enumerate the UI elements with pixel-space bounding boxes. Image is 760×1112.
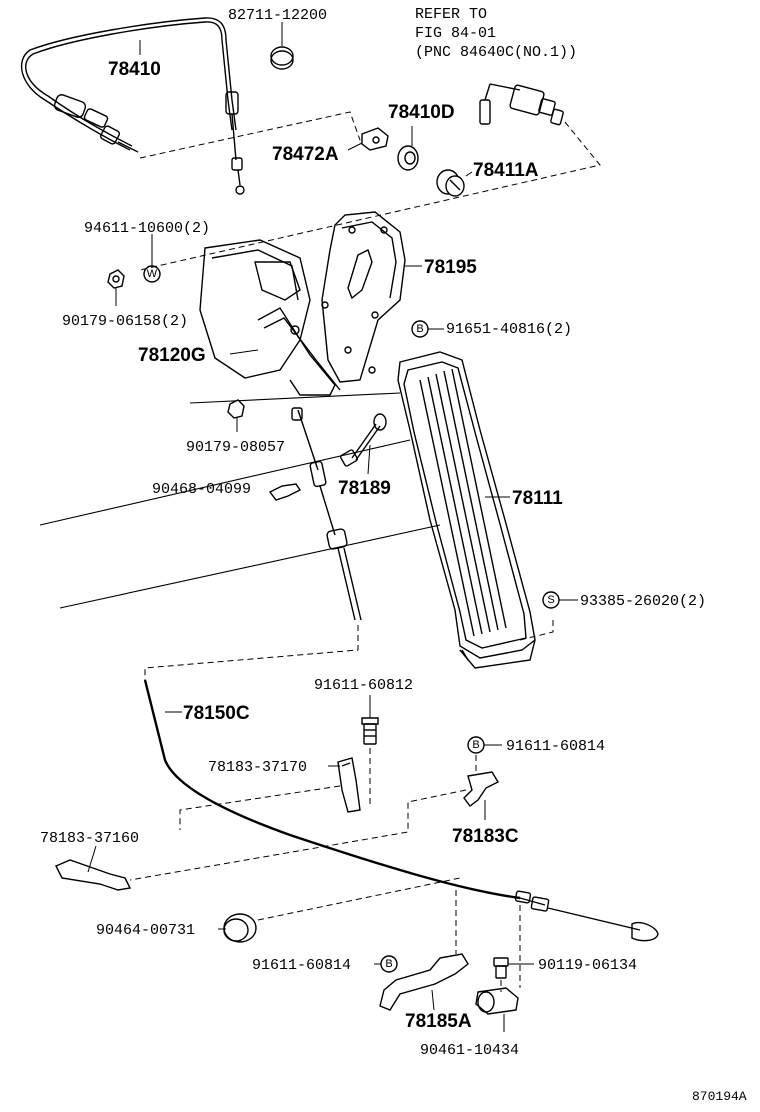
label-94611: 94611-10600(2) xyxy=(84,220,210,237)
label-91651: 91651-40816(2) xyxy=(446,321,572,338)
bracket-dash-1 xyxy=(179,785,341,830)
pedal-pad-78111 xyxy=(397,351,536,669)
cable-78150C xyxy=(143,679,659,942)
bolt-91651: B xyxy=(411,320,444,338)
reference-line1: REFER TO xyxy=(415,6,487,23)
lead-78472A xyxy=(347,142,363,151)
retainer-90461 xyxy=(475,987,519,1032)
rod-78189 xyxy=(339,413,387,475)
nut-90179-08057 xyxy=(227,399,245,432)
bolt-90119 xyxy=(493,957,534,992)
label-90468: 90468-04099 xyxy=(152,481,251,498)
label-78189: 78189 xyxy=(338,478,391,499)
marker-b2: B xyxy=(472,739,479,751)
label-78185A: 78185A xyxy=(405,1011,472,1032)
label-78183-37160: 78183-37160 xyxy=(40,830,139,847)
floor-lines xyxy=(39,392,441,609)
label-78472A: 78472A xyxy=(272,144,339,165)
label-78195: 78195 xyxy=(424,257,477,278)
clamp-dash xyxy=(257,877,461,921)
stop-light-switch xyxy=(479,83,564,126)
label-90464: 90464-00731 xyxy=(96,922,195,939)
label-78411A: 78411A xyxy=(473,160,539,181)
bushing-78472A xyxy=(361,127,389,151)
grommet-78410D xyxy=(397,126,419,171)
label-91611-60812: 91611-60812 xyxy=(314,677,413,694)
bolt-91611-60814-a: B xyxy=(467,736,502,772)
cable-stub xyxy=(291,407,362,621)
clamp-90464 xyxy=(218,913,257,943)
label-78410: 78410 xyxy=(108,59,161,80)
label-78410D: 78410D xyxy=(388,102,455,123)
bracket-78185A xyxy=(379,953,469,1011)
label-78183C: 78183C xyxy=(452,826,519,847)
bracket-78183-37160 xyxy=(55,845,132,891)
label-78150C: 78150C xyxy=(183,703,250,724)
pedal-screw-dash xyxy=(519,620,554,641)
pedal-bracket-78195 xyxy=(321,211,406,383)
switch-dash xyxy=(139,121,601,271)
label-82711: 82711-12200 xyxy=(228,7,327,24)
marker-b3: B xyxy=(385,958,392,970)
marker-s: S xyxy=(547,594,554,606)
marker-w: W xyxy=(147,268,158,280)
label-90119: 90119-06134 xyxy=(538,957,637,974)
cable-stub-dash xyxy=(144,625,359,680)
label-78120G: 78120G xyxy=(138,345,206,366)
bolt-91611-60812 xyxy=(361,695,379,745)
screw-93385: S xyxy=(542,591,578,609)
label-90179-06158: 90179-06158(2) xyxy=(62,313,188,330)
label-91611-60814-b: 91611-60814 xyxy=(252,957,351,974)
clip-90468 xyxy=(268,483,302,501)
cable-to-pedal-dash xyxy=(139,111,361,159)
label-78183-37170: 78183-37170 xyxy=(208,759,307,776)
washer-94611: W xyxy=(143,234,161,283)
bolt-91611-60814-b: B xyxy=(374,955,398,973)
bracket-78183C xyxy=(463,771,499,820)
label-93385: 93385-26020(2) xyxy=(580,593,706,610)
accelerator-cable-78410 xyxy=(20,17,245,195)
marker-b1: B xyxy=(416,323,423,335)
nut-90179-06158 xyxy=(107,269,125,306)
reference-line3: (PNC 84640C(NO.1)) xyxy=(415,44,577,61)
knob-78411A xyxy=(436,169,473,197)
bracket-dash-2 xyxy=(129,789,467,881)
pedal-arm-78120G xyxy=(199,239,341,396)
label-91611-60814-a: 91611-60814 xyxy=(506,738,605,755)
label-90461: 90461-10434 xyxy=(420,1042,519,1059)
reference-line2: FIG 84-01 xyxy=(415,25,496,42)
label-78111: 78111 xyxy=(512,488,563,509)
label-90179-08057: 90179-08057 xyxy=(186,439,285,456)
clamp-82711 xyxy=(270,22,294,70)
bracket-78183-37170 xyxy=(328,757,361,813)
figure-code: 870194A xyxy=(692,1089,747,1104)
